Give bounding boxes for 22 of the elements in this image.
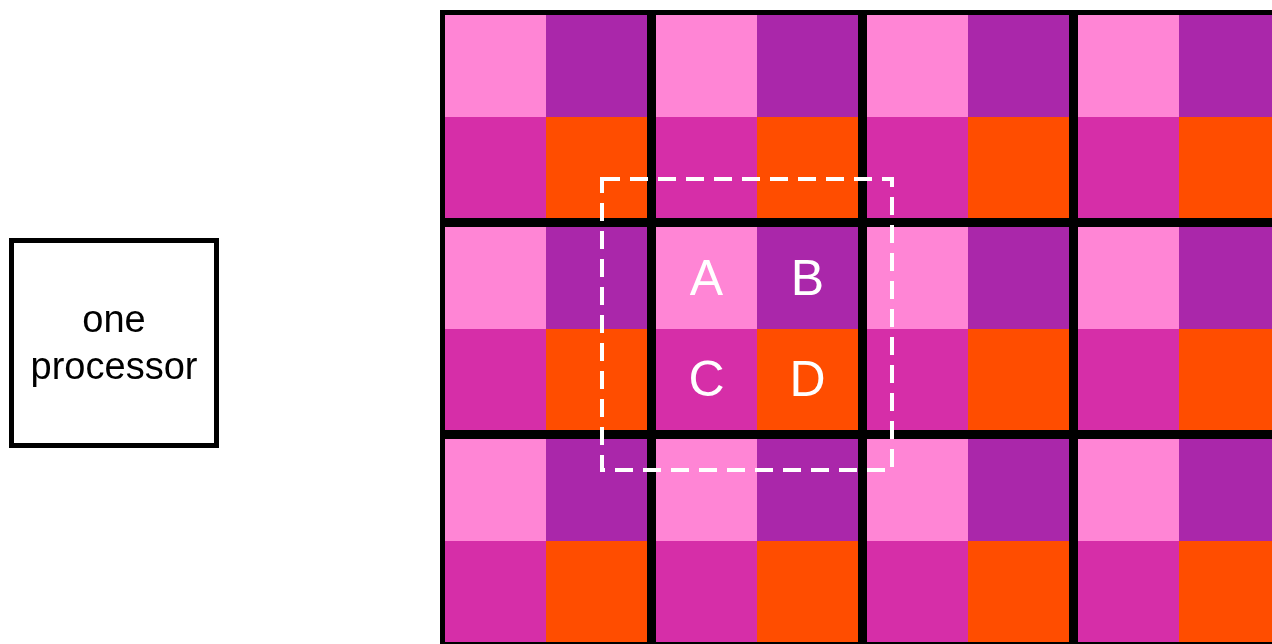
data-cell <box>757 328 858 430</box>
box-label: one processor <box>29 296 199 389</box>
processor-block <box>651 222 863 435</box>
processor-block <box>1073 10 1272 223</box>
cell-label: C <box>688 350 725 409</box>
processor-block <box>862 10 1074 223</box>
cell-label: B <box>790 248 825 307</box>
cell-label: D <box>789 350 826 409</box>
processor-block <box>862 434 1074 644</box>
processor-block <box>1073 222 1272 435</box>
data-cell <box>656 328 757 430</box>
data-cell <box>757 227 858 329</box>
processor-box <box>9 238 219 448</box>
processor-block <box>862 222 1074 435</box>
data-cell <box>656 227 757 329</box>
processor-block <box>1073 434 1272 644</box>
processor-block <box>440 10 652 223</box>
processor-block <box>440 222 652 435</box>
processor-block <box>651 10 863 223</box>
processor-block <box>440 434 652 644</box>
processor-block <box>651 434 863 644</box>
cell-label: A <box>689 248 724 307</box>
